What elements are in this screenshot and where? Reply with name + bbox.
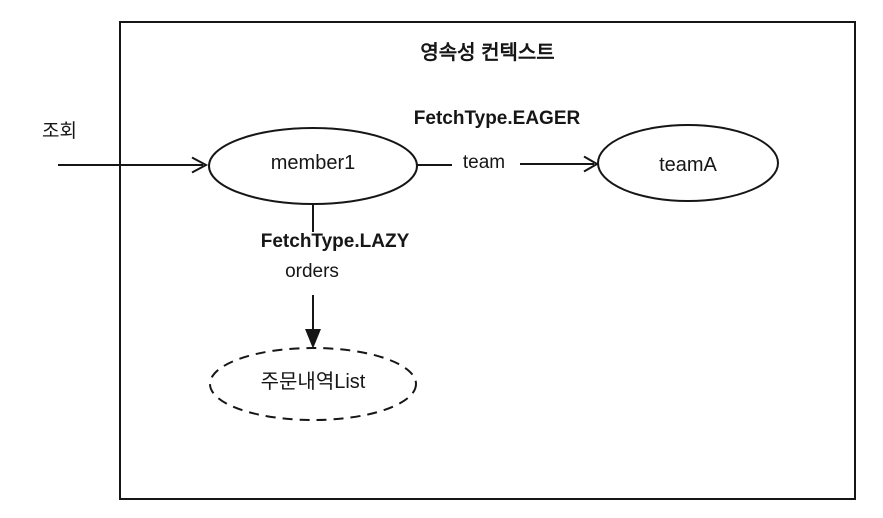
team-field-label: team bbox=[462, 152, 506, 173]
orders-arrowhead-icon bbox=[305, 329, 321, 349]
teama-node bbox=[597, 124, 779, 202]
query-label: 조회 bbox=[42, 121, 77, 142]
orders-list-label: 주문내역List bbox=[260, 371, 366, 393]
member1-node bbox=[208, 127, 418, 205]
query-arrowhead-icon bbox=[191, 156, 209, 174]
persistence-context-title: 영속성 컨텍스트 bbox=[420, 42, 555, 64]
fetch-type-eager-label: FetchType.EAGER bbox=[413, 108, 581, 129]
team-arrowhead-icon bbox=[583, 155, 600, 173]
orders-list-node bbox=[209, 347, 417, 421]
fetch-type-lazy-label: FetchType.LAZY bbox=[260, 231, 410, 252]
member1-label: member1 bbox=[270, 152, 356, 174]
persistence-context-box bbox=[119, 21, 856, 500]
teama-label: teamA bbox=[659, 154, 717, 176]
orders-field-label: orders bbox=[285, 261, 339, 282]
